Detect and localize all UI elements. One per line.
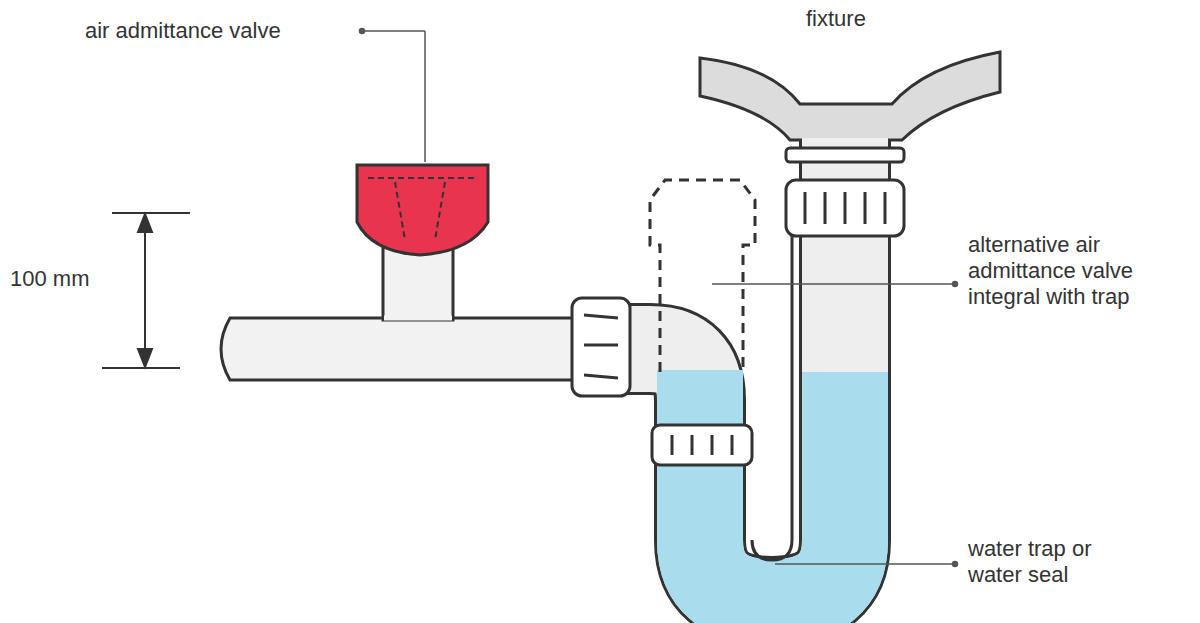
- part-label: air admittance valve: [85, 18, 355, 44]
- water-seal: [700, 372, 845, 602]
- fixture-basin: [700, 52, 1000, 140]
- nut: [572, 148, 904, 465]
- part-label: alternative air admittance valve integra…: [968, 232, 1173, 310]
- dimension-label: 100 mm: [10, 266, 105, 292]
- part-label: water trap or water seal: [968, 536, 1133, 588]
- dimension-line: [102, 213, 190, 368]
- part-label: fixture: [806, 6, 946, 32]
- waste-pipe: [221, 318, 600, 380]
- air-admittance-valve: [357, 165, 488, 255]
- alternative-valve: [650, 180, 755, 372]
- leader-line: [360, 29, 958, 567]
